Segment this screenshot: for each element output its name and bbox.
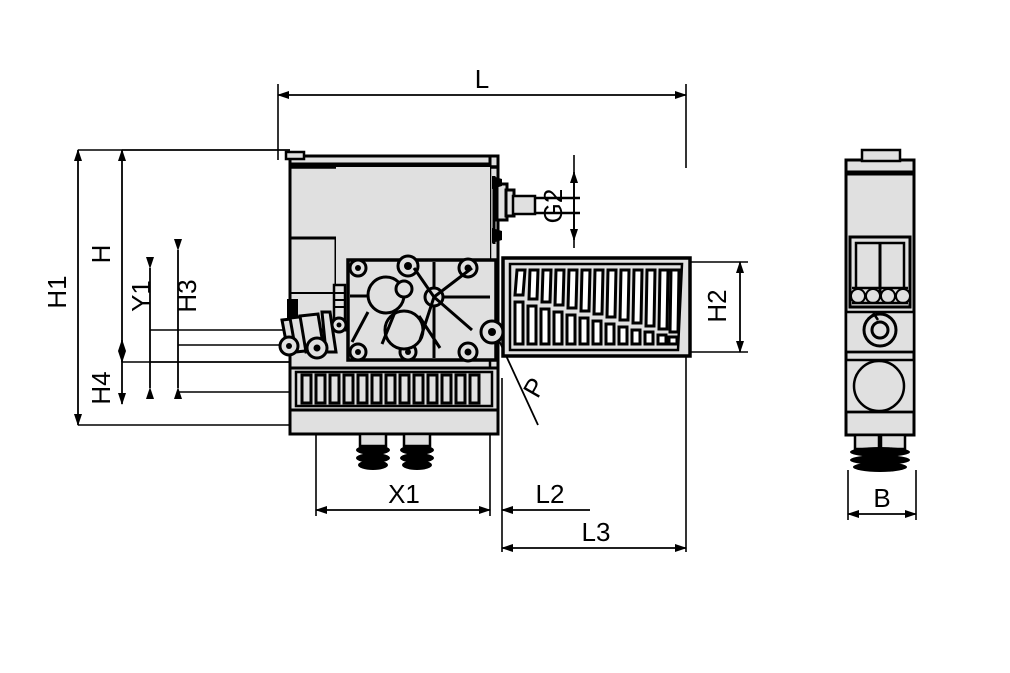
dimension-label-X1: X1 [388, 479, 420, 509]
dimension-line-Y1: Y1 [126, 257, 156, 399]
front-port-fittings [850, 433, 910, 472]
right-port-nozzle [492, 176, 580, 244]
front-valve-boss [844, 310, 916, 354]
front-terminal-module [848, 235, 912, 309]
silencer-block [501, 256, 692, 358]
silencer-slots [513, 268, 681, 346]
dimension-label-Y1: Y1 [126, 280, 156, 312]
dimension-label-H1: H1 [42, 275, 72, 308]
dimension-line-G2: G2 [538, 171, 578, 241]
dimension-line-X1: X1 [315, 479, 491, 514]
dimension-label-H4: H4 [86, 371, 116, 404]
dimension-line-H3: H3 [172, 239, 202, 399]
side-elevation-view [278, 150, 692, 470]
front-silencer-circle [844, 358, 916, 414]
dimension-line-L3: L3 [501, 517, 687, 552]
bottom-port-fittings [356, 432, 434, 470]
dimension-line-B: B [847, 483, 917, 518]
dimension-line-H2: H2 [702, 261, 744, 353]
dimension-label-B: B [873, 483, 890, 513]
dimension-line-H: H [86, 149, 126, 363]
front-elevation-view [844, 148, 916, 472]
dimension-line-H1: H1 [42, 149, 82, 426]
dimension-label-H3: H3 [172, 279, 202, 312]
dimension-label-L2: L2 [536, 479, 565, 509]
dimension-label-L3: L3 [582, 517, 611, 547]
callout-label-P: P [517, 372, 552, 402]
dimension-line-L2: L2 [501, 479, 590, 514]
mechanism-plate [346, 254, 498, 363]
dimension-label-H: H [86, 245, 116, 264]
dimension-line-L: L [277, 64, 687, 99]
port-P-boss [479, 319, 505, 345]
left-connector-block [330, 283, 348, 334]
dimension-label-G2: G2 [538, 189, 568, 224]
dimension-line-H4: H4 [86, 339, 126, 405]
dimension-label-L: L [475, 64, 489, 94]
bottom-louver-panel [288, 366, 500, 436]
dimension-label-H2: H2 [702, 289, 732, 322]
left-terminal-cluster [278, 310, 338, 360]
